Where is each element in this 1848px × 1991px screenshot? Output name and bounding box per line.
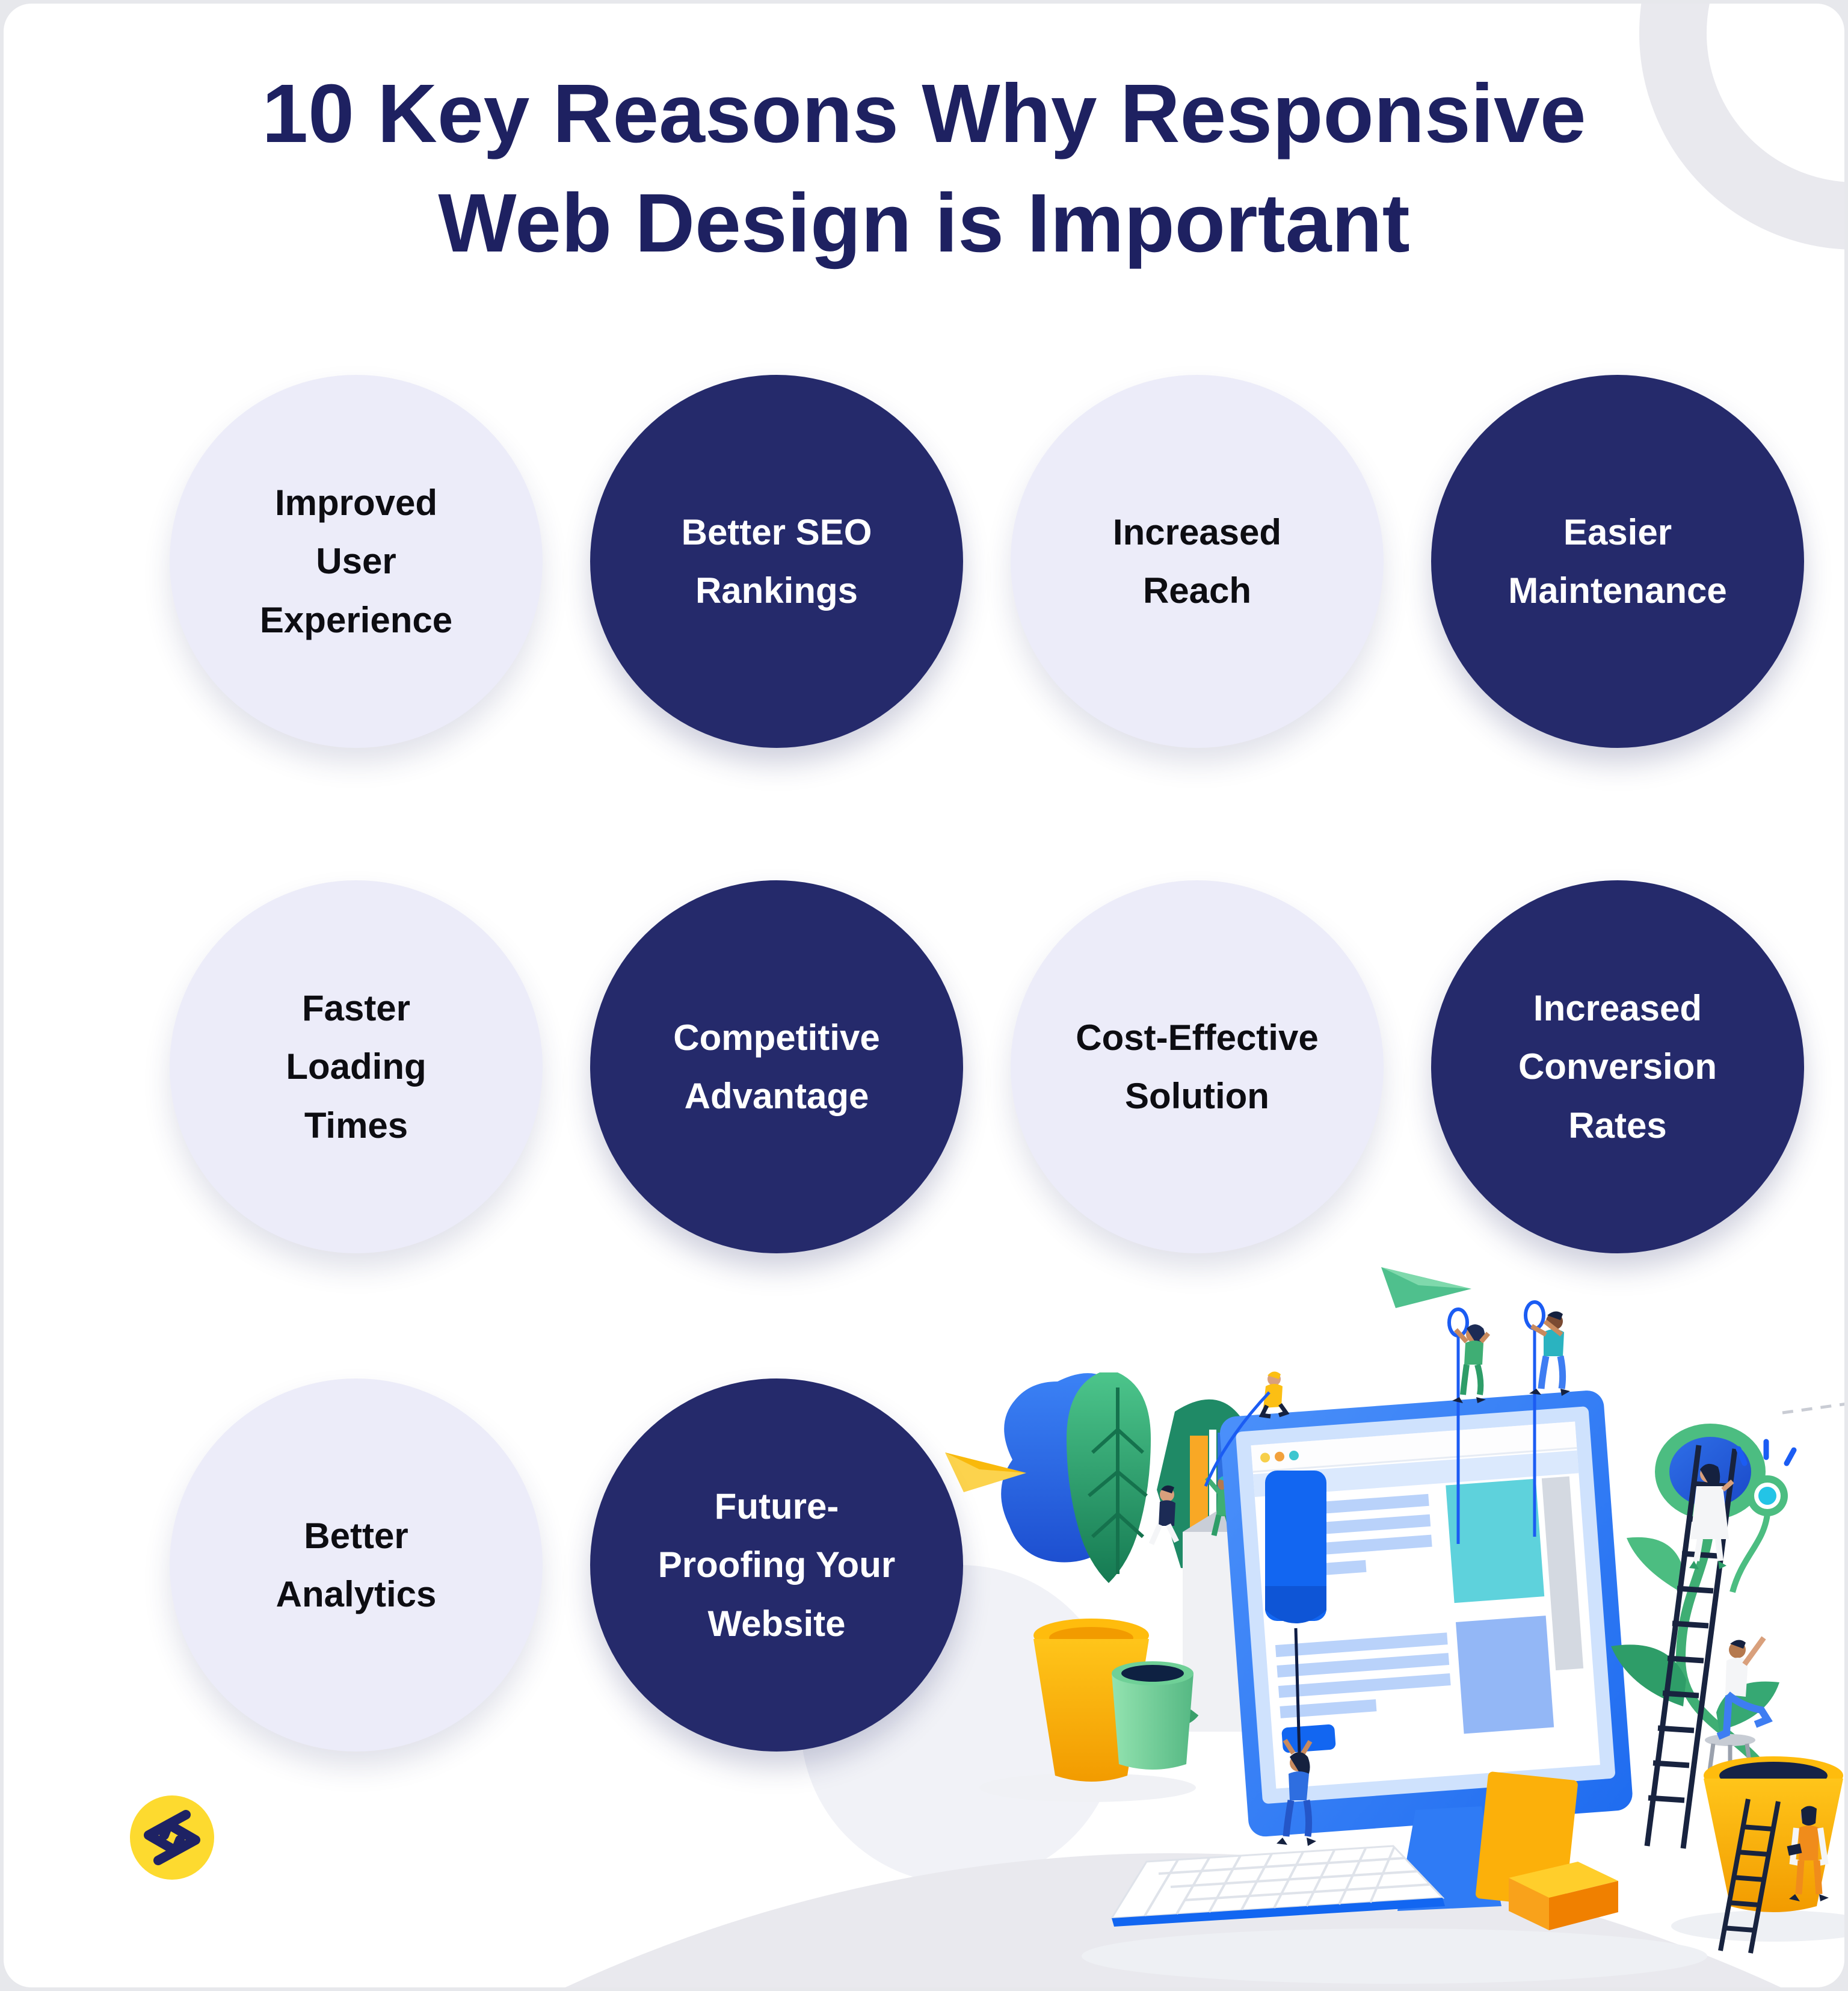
code-brackets-icon <box>144 1810 200 1865</box>
coffee-mug <box>1112 1661 1199 1770</box>
spark-lines <box>1736 1439 1797 1466</box>
person-teal-on-monitor <box>1529 1311 1570 1396</box>
person-on-ladder <box>1689 1463 1734 1569</box>
top-right-ring-decoration <box>1639 4 1844 250</box>
ground-shadows <box>979 1773 1844 1984</box>
reason-circle-cost-effective-solution: Cost-Effective Solution <box>1011 880 1384 1253</box>
page-title: 10 Key Reasons Why Responsive Web Design… <box>262 67 1586 270</box>
reason-label: Improved User Experience <box>259 483 453 640</box>
reason-label: Increased Reach <box>1112 511 1282 611</box>
content-button <box>1281 1724 1336 1753</box>
reason-label: Better SEO Rankings <box>681 511 872 611</box>
reason-circle-better-seo-rankings: Better SEO Rankings <box>590 375 963 748</box>
reason-label: Better Analytics <box>276 1515 437 1614</box>
browser-dot-teal <box>1289 1451 1299 1461</box>
reason-label: Future- Proofing Your Website <box>658 1486 896 1644</box>
blue-banner <box>1265 1471 1326 1754</box>
reason-circle-competitive-advantage: Competitive Advantage <box>590 880 963 1253</box>
content-image-block-teal <box>1446 1478 1545 1604</box>
person-green-on-monitor <box>1452 1324 1491 1403</box>
tall-ladder <box>1644 1445 1738 1849</box>
person-standing-right <box>1787 1806 1829 1901</box>
yellow-paper-plane-top <box>945 1452 1026 1473</box>
content-image-block-blue <box>1455 1616 1554 1734</box>
flower-plant-scene <box>1611 1403 1844 1954</box>
magnifier-flower <box>1729 1439 1797 1593</box>
reason-circle-better-analytics: Better Analytics <box>170 1378 543 1752</box>
browser-window <box>1251 1421 1600 1789</box>
reason-circle-faster-loading-times: Faster Loading Times <box>170 880 543 1253</box>
reason-circle-improved-user-experience: Improved User Experience <box>170 375 543 748</box>
browser-dot-orange <box>1275 1451 1285 1462</box>
keyboard <box>1110 1845 1445 1927</box>
reason-circle-increased-reach: Increased Reach <box>1011 375 1384 748</box>
infographic-card: 10 Key Reasons Why Responsive Web Design… <box>4 4 1844 1987</box>
reason-label: Faster Loading Times <box>286 988 427 1146</box>
reason-circle-easier-maintenance: Easier Maintenance <box>1431 375 1804 748</box>
content-text-bars <box>1264 1493 1451 1718</box>
reason-circle-future-proofing-your-website: Future- Proofing Your Website <box>590 1378 963 1752</box>
tablet <box>1787 1843 1802 1856</box>
browser-dot-yellow <box>1260 1452 1270 1463</box>
green-paper-plane-top <box>1381 1267 1471 1289</box>
person-on-books <box>1148 1485 1180 1545</box>
reason-label: Competitive Advantage <box>673 1017 880 1116</box>
reason-label: Increased Conversion Rates <box>1518 988 1717 1146</box>
small-ladder <box>1718 1798 1781 1954</box>
logo-background-circle <box>130 1795 214 1880</box>
dashed-line <box>1782 1403 1844 1415</box>
reason-label: Easier Maintenance <box>1508 511 1727 611</box>
brand-logo <box>130 1795 214 1880</box>
reason-label: Cost-Effective Solution <box>1076 1017 1319 1116</box>
responsive-web-design-illustration <box>945 1267 1844 1984</box>
reason-circle-increased-conversion-rates: Increased Conversion Rates <box>1431 880 1804 1253</box>
person-pulling-cord <box>1277 1738 1316 1846</box>
rope-workers <box>1204 1300 1570 1544</box>
yellow-box <box>1509 1862 1618 1930</box>
person-yellow-on-corner <box>1258 1371 1290 1419</box>
